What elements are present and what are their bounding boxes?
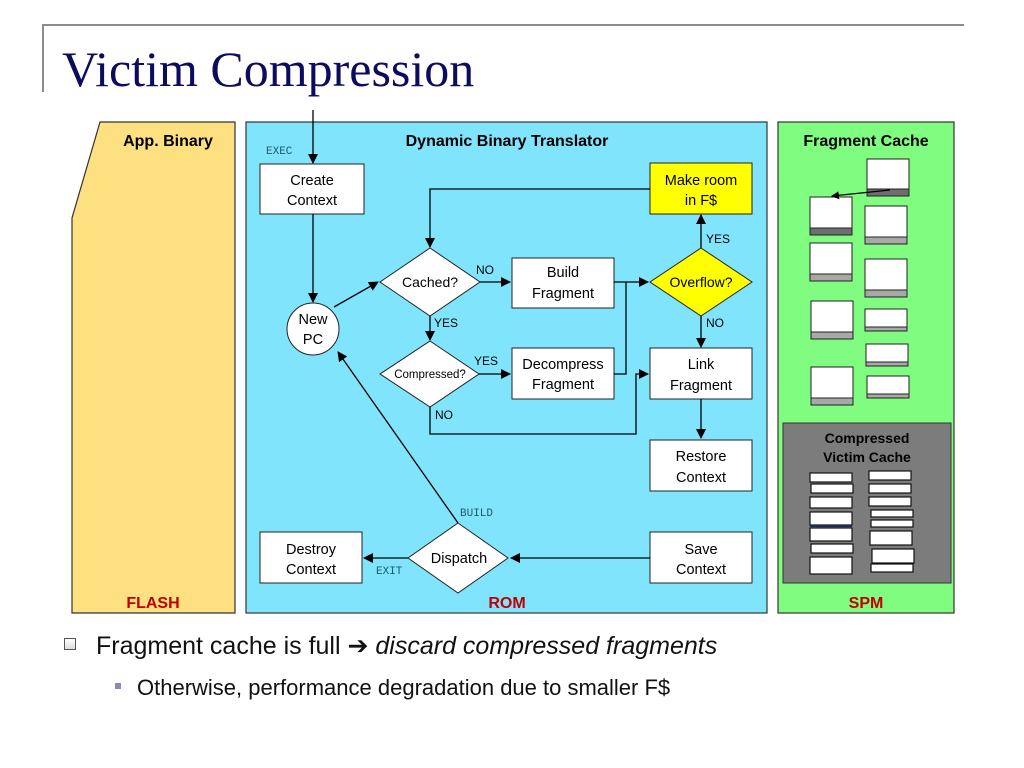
- link-fragment-node: Link Fragment: [649, 347, 753, 400]
- victim-cache-region: Compressed Victim Cache: [782, 422, 952, 584]
- victim-cache-title-line1: Compressed: [825, 430, 910, 446]
- overflow-no-label: NO: [706, 316, 724, 330]
- cached-decision: Cached?: [379, 247, 481, 317]
- bullet-item: Fragment cache is full ➔ discard compres…: [64, 631, 717, 661]
- fragment-block: [810, 300, 854, 340]
- make-room-line1: Make room: [665, 173, 738, 189]
- fragment-block: [864, 205, 908, 245]
- exit-label: EXIT: [376, 566, 403, 578]
- flash-label: FLASH: [126, 595, 179, 612]
- victim-cache-title-line2: Victim Cache: [823, 449, 911, 465]
- fragment-block: [809, 242, 853, 282]
- restore-context-line1: Restore: [676, 449, 727, 465]
- cached-label: Cached?: [402, 274, 458, 290]
- victim-cache-shape: [782, 422, 952, 584]
- create-context-line2: Context: [287, 193, 337, 209]
- overflow-decision: Overflow?: [649, 247, 753, 317]
- spm-label: SPM: [849, 595, 884, 612]
- compressed-yes-label: YES: [474, 354, 498, 368]
- create-context-node: Create Context: [259, 163, 365, 215]
- fragment-block: [864, 258, 908, 298]
- new-pc-node: New PC: [286, 302, 340, 356]
- eviction-arrow: [831, 189, 891, 200]
- decompress-line1: Decompress: [522, 357, 603, 373]
- fragment-block: [866, 375, 910, 399]
- slide-frame-top-rule: [42, 24, 964, 26]
- build-fragment-line1: Build: [547, 265, 579, 281]
- build-fragment-line2: Fragment: [532, 286, 594, 302]
- link-fragment-line2: Fragment: [670, 378, 732, 394]
- sub-bullet-text: Otherwise, performance degradation due t…: [137, 675, 671, 700]
- compressed-label: Compressed?: [394, 369, 466, 381]
- flash-region-shape: [71, 121, 236, 614]
- bullet-text: Fragment cache is full: [96, 632, 348, 660]
- newpc-to-cached-arrow: [333, 281, 379, 308]
- decompress-to-overflow-line: [614, 282, 627, 375]
- save-context-line1: Save: [684, 542, 717, 558]
- save-context-line2: Context: [676, 562, 726, 578]
- save-context-node: Save Context: [649, 531, 753, 584]
- cached-yes-label: YES: [434, 316, 458, 330]
- decompress-fragment-node: Decompress Fragment: [511, 347, 615, 400]
- create-context-line1: Create: [290, 173, 334, 189]
- overflow-yes-label: YES: [706, 232, 730, 246]
- dispatch-label: Dispatch: [431, 551, 487, 567]
- destroy-context-line1: Destroy: [286, 542, 337, 558]
- slide-title: Victim Compression: [62, 41, 475, 97]
- square-bullet-icon: [115, 683, 121, 690]
- decompress-line2: Fragment: [532, 377, 594, 393]
- rom-label: ROM: [488, 595, 525, 612]
- fragment-block: [865, 343, 909, 367]
- make-room-line2: in F$: [685, 193, 717, 209]
- build-label: BUILD: [460, 508, 493, 520]
- sub-bullet-item: Otherwise, performance degradation due t…: [115, 675, 670, 701]
- flow-diagram: App. Binary FLASH Dynamic Binary Transla…: [71, 110, 955, 614]
- translator-title: Dynamic Binary Translator: [406, 133, 609, 150]
- build-fragment-node: Build Fragment: [511, 257, 615, 309]
- fragment-block: [864, 308, 908, 332]
- restore-context-line2: Context: [676, 470, 726, 486]
- fragment-cache-title: Fragment Cache: [803, 133, 928, 150]
- slide-frame-left-rule: [42, 24, 44, 92]
- destroy-context-node: Destroy Context: [259, 531, 363, 584]
- link-fragment-line1: Link: [688, 357, 715, 373]
- destroy-context-line2: Context: [286, 562, 336, 578]
- app-binary-region: App. Binary FLASH: [71, 121, 236, 614]
- checkbox-bullet-icon: [64, 638, 76, 651]
- bullet-emphasis: discard compressed fragments: [368, 632, 718, 660]
- fragment-block: [810, 366, 854, 406]
- restore-context-node: Restore Context: [649, 439, 753, 492]
- fragment-cache-region: Fragment Cache SPM Compressed Victim Cac…: [777, 121, 955, 614]
- compressed-no-label: NO: [435, 408, 453, 422]
- compressed-no-arrow: [429, 369, 649, 435]
- exec-label: EXEC: [266, 146, 293, 158]
- app-binary-title: App. Binary: [123, 133, 213, 150]
- compressed-fragments: [809, 470, 915, 575]
- new-pc-line1: New: [298, 312, 328, 328]
- make-room-node: Make room in F$: [649, 162, 753, 215]
- overflow-label: Overflow?: [669, 274, 732, 290]
- new-pc-line2: PC: [303, 332, 323, 348]
- fragment-block: [809, 196, 853, 236]
- dispatch-build-arrow: [337, 351, 459, 524]
- makeroom-to-cached-arrow: [425, 188, 650, 248]
- right-arrow-icon: ➔: [347, 632, 369, 660]
- dispatch-decision: Dispatch: [407, 522, 509, 594]
- cached-no-label: NO: [476, 263, 494, 277]
